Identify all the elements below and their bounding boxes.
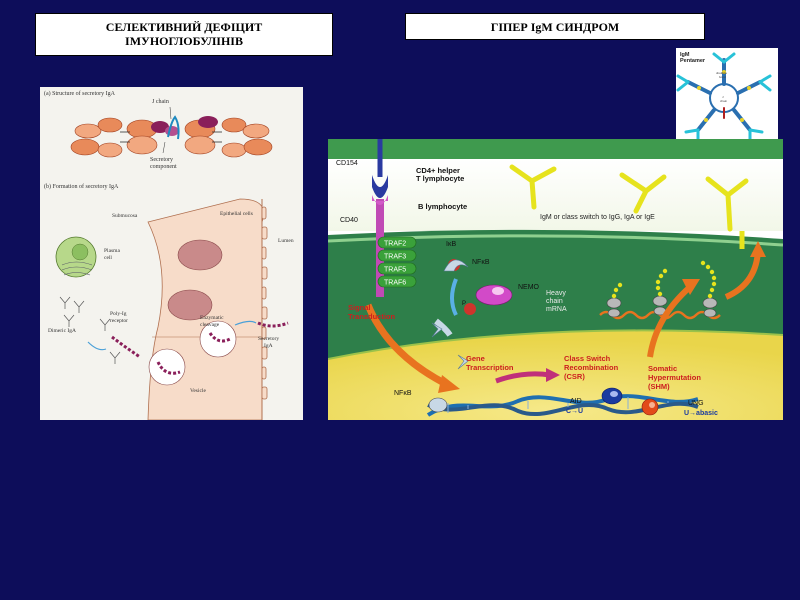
title-right: ГІПЕР IgM СИНДРОМ	[490, 20, 620, 34]
igm-title-2: Pentamer	[680, 58, 706, 64]
secretory-iga-label-2: IgA	[264, 343, 273, 349]
shm-label-1: Somatic	[648, 364, 677, 373]
ribosomes	[606, 295, 718, 318]
secreted-antibodies	[509, 164, 749, 232]
ung-label: UNG	[688, 400, 704, 407]
aid-label: AID	[570, 398, 582, 405]
igm-pentamer-shape	[676, 52, 772, 143]
cd4-label-2: T lymphocyte	[416, 174, 464, 183]
title-selective-iga-deficiency: СЕЛЕКТИВНИЙ ДЕФІЦИТ ІМУНОГЛОБУЛІНІВ	[35, 13, 333, 56]
vesicle-label: Vesicle	[190, 388, 206, 394]
j-chain-igm-label-1: J	[722, 95, 724, 99]
title-hyper-igm-syndrome: ГІПЕР IgM СИНДРОМ	[405, 13, 705, 40]
j-chain-igm-label-2: chain	[720, 99, 728, 103]
p-label: P	[462, 301, 466, 307]
submucosa-label: Submucosa	[112, 213, 138, 219]
u-abasic-label: U→abasic	[684, 410, 718, 417]
traf6-label: TRAF6	[384, 280, 406, 287]
poly-ig-label-2: receptor	[110, 318, 128, 324]
part-b-label: (b) Formation of secretory IgA	[44, 183, 119, 190]
secretory-component-label-2: component	[150, 164, 177, 170]
cd154-receptor	[372, 175, 388, 198]
shm-label-3: (SHM)	[648, 382, 670, 391]
hyper-igm-mechanism-figure: CD154 CD4+ helper T lymphocyte B lymphoc…	[327, 139, 784, 420]
disulfide-label-2: bond	[719, 75, 726, 79]
iga-dimer-shape	[70, 106, 273, 158]
hyper-igm-diagram: CD154 CD4+ helper T lymphocyte B lymphoc…	[327, 139, 784, 420]
b-lymphocyte-label: B lymphocyte	[418, 202, 467, 211]
traf-stack: TRAF2 TRAF3 TRAF5 TRAF6	[377, 236, 417, 288]
secretory-component-label-1: Secretory	[150, 157, 173, 163]
nemo-label: NEMO	[518, 284, 540, 291]
title-left-line1: СЕЛЕКТИВНИЙ ДЕФІЦИТ	[105, 20, 263, 34]
traf3-label: TRAF3	[384, 254, 406, 261]
cd4-label-1: CD4+ helper	[416, 166, 460, 175]
signal-transduction-arrow	[364, 303, 448, 388]
nucleus-2	[167, 289, 213, 321]
gene-label-1: Gene	[466, 354, 485, 363]
signal-label-2: Transduction	[348, 312, 396, 321]
traf2-label: TRAF2	[384, 241, 406, 248]
nemo-protein	[475, 284, 513, 306]
plasma-cell-label-1: Plasma	[104, 248, 120, 254]
disulfide-label-1: disulfide	[716, 71, 727, 75]
c-to-u-label: C→U	[566, 408, 583, 415]
igm-pentamer-diagram: IgM Pentamer disul	[676, 52, 772, 143]
cd40-label: CD40	[340, 217, 358, 224]
ikb-label: IκB	[446, 241, 456, 248]
heavy-chain-label-2: chain	[546, 298, 563, 305]
secretory-iga-diagram: (a) Structure of secretory IgA J chain	[44, 90, 294, 421]
nfkb2-label: NFκB	[394, 390, 412, 397]
cd154-label: CD154	[336, 160, 358, 167]
traf5-label: TRAF5	[384, 267, 406, 274]
plasma-cell-label-2: cell	[104, 255, 112, 261]
transcription-arrow	[495, 371, 551, 384]
epithelial-cells-label: Epithelial cells	[220, 211, 253, 217]
vesicle	[148, 348, 186, 386]
igm-title-1: IgM	[680, 52, 690, 58]
igm-pentamer-figure: IgM Pentamer disul	[676, 48, 778, 144]
class-switch-text: IgM or class switch to IgG, IgA or IgE	[540, 214, 655, 221]
enzymatic-label-2: cleavage	[200, 322, 220, 328]
j-chain-label: J chain	[152, 99, 169, 105]
title-left-line2: ІМУНОГЛОБУЛІНІВ	[125, 34, 243, 48]
heavy-chain-label-1: Heavy	[546, 290, 566, 297]
phospho-group	[464, 303, 476, 315]
dimeric-iga-label: Dimeric IgA	[48, 328, 76, 334]
csr-label-1: Class Switch	[564, 354, 611, 363]
nascent-peptides	[611, 260, 717, 299]
part-a-label: (a) Structure of secretory IgA	[44, 90, 116, 97]
enzymatic-label-1: Enzymatic	[200, 315, 224, 321]
secretory-iga-figure: (a) Structure of secretory IgA J chain	[40, 87, 303, 421]
nfkb-nuclear	[428, 397, 448, 413]
csr-label-2: Recombination	[564, 363, 619, 372]
gene-label-2: Transcription	[466, 363, 514, 372]
shm-label-2: Hypermutation	[648, 373, 701, 382]
cd40-receptor	[376, 199, 384, 297]
antibody-glyphs	[59, 296, 121, 364]
poly-ig-label-1: Poly-Ig	[110, 311, 127, 317]
nucleus-1	[177, 239, 223, 271]
secretory-iga-label-1: Secretory	[258, 336, 279, 342]
translation-arrow	[647, 284, 692, 358]
t-cell-membrane	[328, 139, 783, 159]
microvilli	[261, 206, 268, 400]
signal-label-1: Signal	[348, 303, 371, 312]
nfkb-label: NFκB	[472, 259, 490, 266]
csr-label-3: (CSR)	[564, 372, 585, 381]
heavy-chain-label-3: mRNA	[546, 306, 567, 313]
lumen-label: Lumen	[278, 238, 294, 244]
